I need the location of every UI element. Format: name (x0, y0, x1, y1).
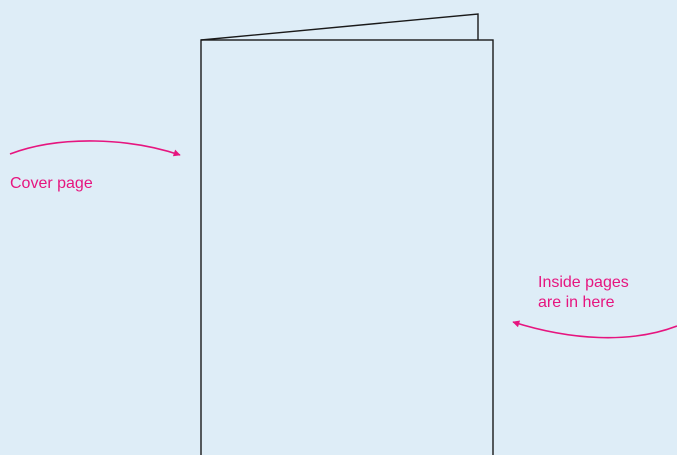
cover-page-label-text: Cover page (10, 175, 93, 192)
cover-page-label: Cover page (10, 174, 93, 194)
inside-pages-label-line2: are in here (538, 293, 629, 313)
cover-arrow (10, 141, 180, 155)
back-page-outline (201, 14, 478, 40)
inside-arrow (513, 322, 677, 338)
inside-pages-label-line1: Inside pages (538, 273, 629, 293)
inside-pages-label: Inside pages are in here (538, 273, 629, 313)
cover-page-outline (201, 40, 493, 455)
